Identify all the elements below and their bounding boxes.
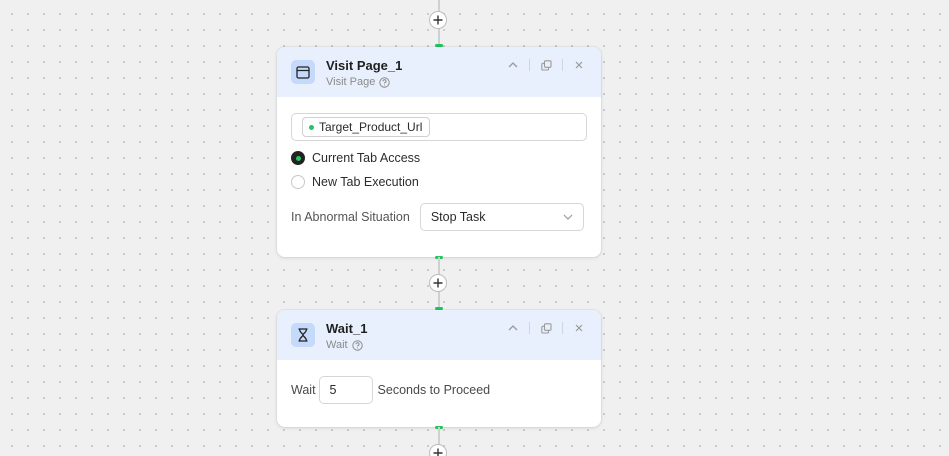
divider — [562, 322, 563, 334]
radio-button-selected[interactable] — [291, 151, 305, 165]
visit-page-node[interactable]: Visit Page_1 Visit Page Target_Pr — [277, 47, 601, 257]
plus-icon — [433, 278, 443, 288]
add-step-button[interactable] — [429, 11, 447, 29]
radio-current-tab[interactable]: Current Tab Access — [291, 151, 587, 165]
node-title: Visit Page_1 — [326, 58, 403, 73]
add-step-button[interactable] — [429, 274, 447, 292]
plus-icon — [433, 15, 443, 25]
collapse-button[interactable] — [505, 57, 521, 73]
help-icon[interactable] — [351, 339, 363, 351]
help-icon[interactable] — [379, 76, 391, 88]
wait-seconds-input[interactable]: 5 — [318, 376, 373, 404]
duplicate-button[interactable] — [538, 320, 554, 336]
connector-line — [438, 427, 440, 456]
wait-suffix: Seconds to Proceed — [377, 383, 491, 397]
node-subtitle: Visit Page — [326, 76, 391, 88]
hourglass-icon — [291, 323, 315, 347]
radio-label: New Tab Execution — [312, 175, 419, 189]
plus-icon — [433, 448, 443, 456]
copy-icon — [540, 322, 552, 334]
select-value: Stop Task — [430, 210, 486, 224]
node-title: Wait_1 — [326, 321, 368, 336]
node-type-label: Wait — [326, 339, 348, 351]
chevron-down-icon — [563, 214, 573, 220]
wait-node[interactable]: Wait_1 Wait Wait 5 Seconds to Proceed — [277, 310, 601, 427]
url-input[interactable]: Target_Product_Url — [291, 113, 587, 141]
radio-new-tab[interactable]: New Tab Execution — [291, 175, 587, 189]
chevron-up-icon — [508, 325, 518, 331]
radio-label: Current Tab Access — [312, 151, 421, 165]
close-button[interactable] — [571, 320, 587, 336]
close-icon — [575, 324, 583, 332]
divider — [562, 59, 563, 71]
divider — [529, 322, 530, 334]
connector-port — [435, 44, 443, 47]
connector-port — [435, 307, 443, 310]
browser-window-icon — [291, 60, 315, 84]
variable-tag[interactable]: Target_Product_Url — [302, 117, 431, 137]
abnormal-situation-row: In Abnormal Situation Stop Task — [291, 203, 587, 231]
radio-button[interactable] — [291, 175, 305, 189]
copy-icon — [540, 59, 552, 71]
add-step-button[interactable] — [429, 444, 447, 456]
collapse-button[interactable] — [505, 320, 521, 336]
chevron-up-icon — [508, 62, 518, 68]
node-header: Visit Page_1 Visit Page — [277, 47, 601, 97]
variable-name: Target_Product_Url — [319, 120, 423, 134]
status-dot — [309, 124, 314, 130]
close-icon — [575, 61, 583, 69]
duplicate-button[interactable] — [538, 57, 554, 73]
node-subtitle: Wait — [326, 339, 363, 351]
wait-row: Wait 5 Seconds to Proceed — [291, 376, 587, 404]
abnormal-select[interactable]: Stop Task — [419, 203, 584, 231]
node-header: Wait_1 Wait — [277, 310, 601, 360]
divider — [529, 59, 530, 71]
wait-label: Wait — [291, 383, 316, 397]
node-type-label: Visit Page — [326, 76, 376, 88]
close-button[interactable] — [571, 57, 587, 73]
abnormal-label: In Abnormal Situation — [291, 210, 410, 224]
